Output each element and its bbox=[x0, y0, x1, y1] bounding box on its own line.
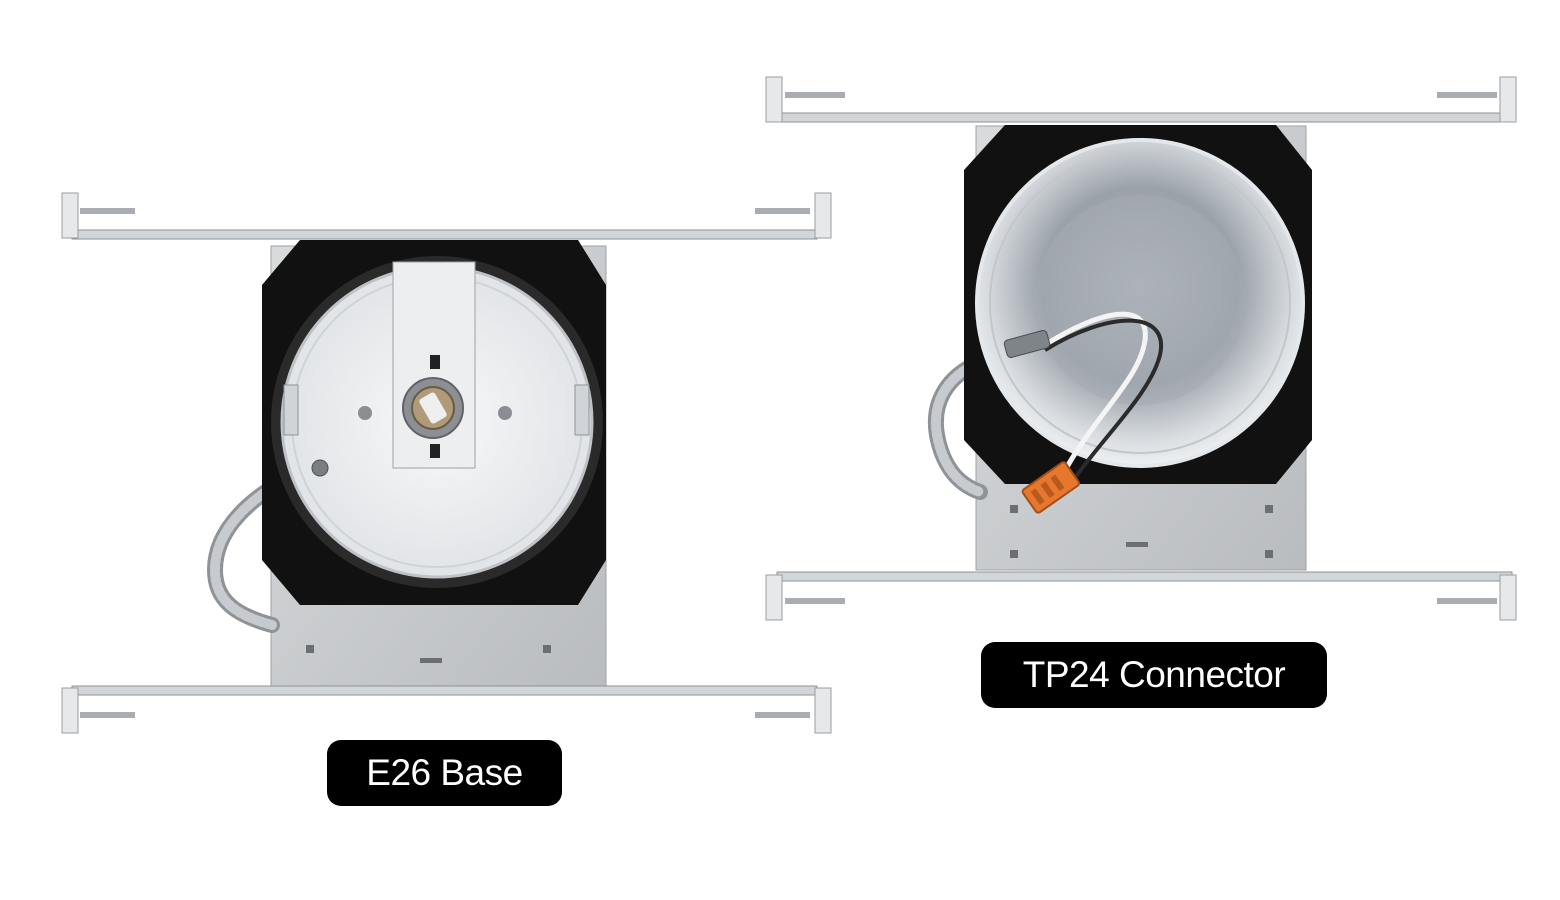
bar-hanger-bottom bbox=[765, 571, 1517, 621]
e26-socket-icon bbox=[402, 377, 464, 439]
bar-hanger-top bbox=[61, 192, 832, 240]
wire-black bbox=[1043, 318, 1164, 487]
e26-fixture bbox=[61, 192, 832, 734]
tp24-fixture bbox=[765, 76, 1517, 621]
tp24-connector-icon bbox=[1021, 461, 1080, 514]
tp24-connector-label: TP24 Connector bbox=[981, 642, 1327, 708]
wire-white bbox=[1043, 311, 1148, 482]
e26-base-label: E26 Base bbox=[327, 740, 562, 806]
bar-hanger-bottom bbox=[61, 685, 832, 734]
bar-hanger-top bbox=[765, 76, 1517, 123]
